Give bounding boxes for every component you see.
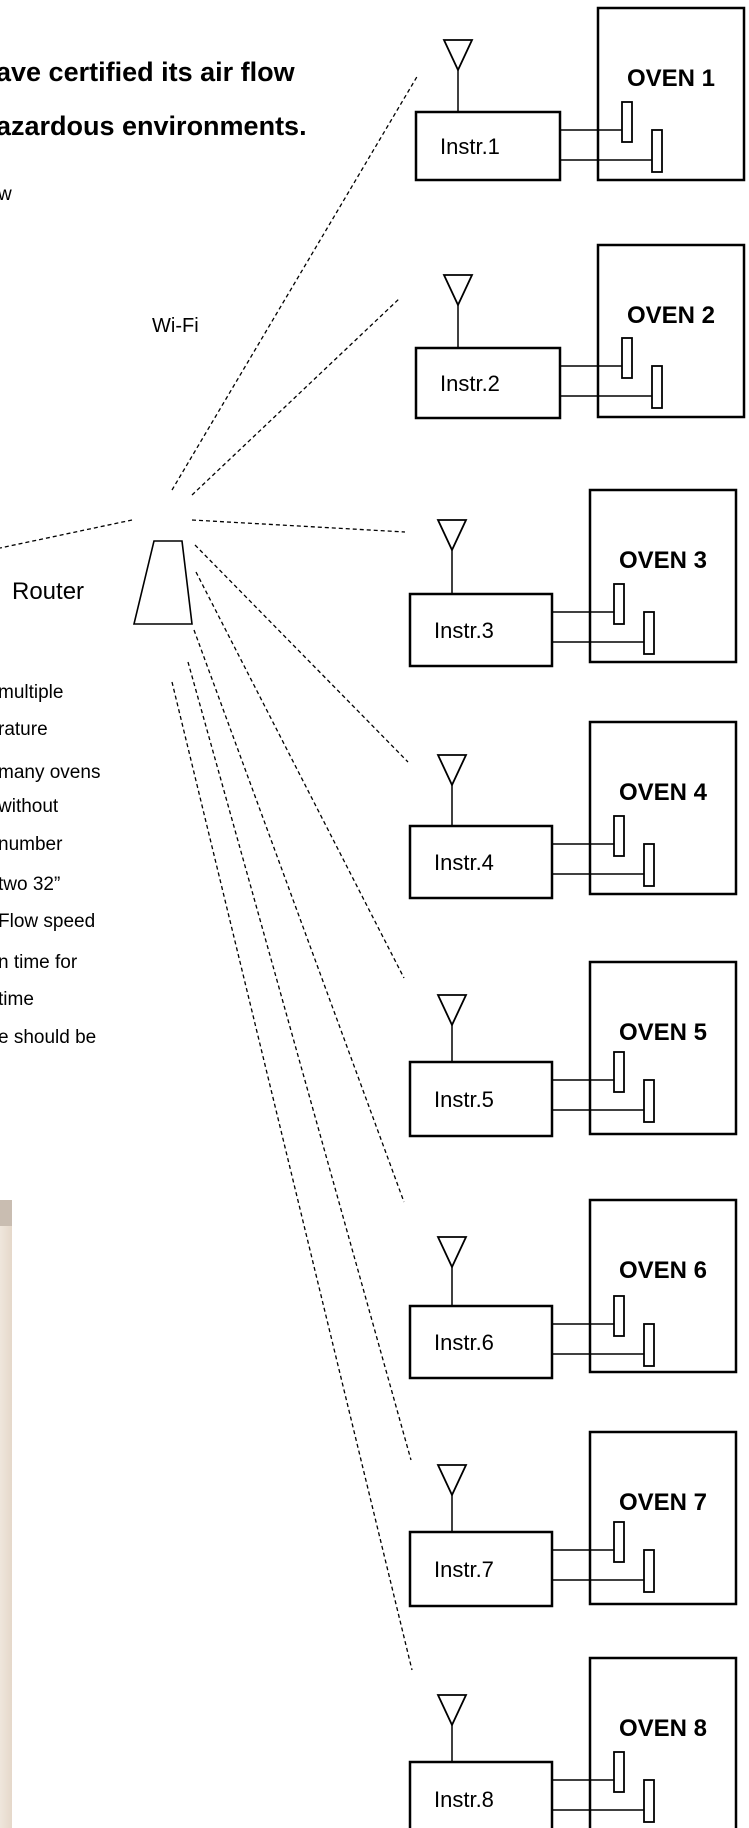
heading-line-2: azardous environments. (0, 111, 307, 141)
oven-box-4 (588, 720, 738, 896)
wifi-link-7 (187, 661, 412, 1461)
photo-edge-top (0, 1200, 12, 1226)
sensor-probe-b-3 (643, 611, 655, 655)
oven-unit-1: OVEN 1 Instr.1 (414, 6, 746, 182)
body-line-7: Flow speed (0, 911, 96, 932)
instrument-box-2 (414, 346, 562, 420)
oven-unit-7: OVEN 7 Instr.7 (408, 1430, 738, 1608)
instrument-box-7 (408, 1530, 554, 1608)
instrument-box-4 (408, 824, 554, 900)
oven-box-3 (588, 488, 738, 664)
sensor-probe-b-5 (643, 1079, 655, 1123)
body-line-2: rature (0, 719, 48, 740)
wifi-link-3 (191, 519, 406, 533)
instrument-label-3: Instr.3 (434, 618, 494, 643)
antenna-icon-1 (442, 39, 474, 112)
antenna-icon-5 (436, 994, 468, 1062)
instrument-label-1: Instr.1 (440, 134, 500, 159)
sensor-probe-a-7 (613, 1521, 625, 1563)
oven-box-1 (596, 6, 746, 182)
oven-label-5: OVEN 5 (619, 1019, 707, 1046)
oven-box-7 (588, 1430, 738, 1606)
sensor-probe-a-1 (621, 101, 633, 143)
oven-unit-8: OVEN 8 Instr.8 (408, 1656, 738, 1828)
instrument-label-4: Instr.4 (434, 850, 494, 875)
wifi-link-6 (193, 629, 405, 1203)
instrument-box-8 (408, 1760, 554, 1828)
oven-label-7: OVEN 7 (619, 1489, 707, 1516)
oven-label-4: OVEN 4 (619, 779, 708, 806)
wifi-link-5 (195, 571, 405, 979)
body-line-6: two 32” (0, 874, 61, 895)
instrument-box-5 (408, 1060, 554, 1138)
sensor-probe-a-2 (621, 337, 633, 379)
sensor-probe-a-6 (613, 1295, 625, 1337)
antenna-icon-8 (436, 1694, 468, 1762)
instrument-label-7: Instr.7 (434, 1557, 494, 1582)
oven-label-6: OVEN 6 (619, 1257, 707, 1284)
instrument-label-6: Instr.6 (434, 1330, 494, 1355)
router-icon (132, 540, 193, 625)
photo-edge (0, 1200, 12, 1828)
body-line-1: multiple (0, 682, 64, 703)
wifi-link-1 (171, 74, 419, 491)
body-line-9: time (0, 989, 34, 1010)
sensor-probe-a-4 (613, 815, 625, 857)
body-line-5: number (0, 834, 63, 855)
oven-label-2: OVEN 2 (627, 302, 715, 329)
oven-unit-3: OVEN 3 Instr.3 (408, 488, 738, 668)
instrument-box-3 (408, 592, 554, 668)
body-line-4: without (0, 796, 59, 817)
instrument-label-2: Instr.2 (440, 371, 500, 396)
oven-label-3: OVEN 3 (619, 547, 707, 574)
sensor-probe-b-2 (651, 365, 663, 409)
antenna-icon-7 (436, 1464, 468, 1532)
sensor-probe-a-3 (613, 583, 625, 625)
instrument-box-1 (414, 110, 562, 182)
body-line-10: e should be (0, 1027, 97, 1048)
sensor-probe-a-8 (613, 1751, 625, 1793)
instrument-label-5: Instr.5 (434, 1087, 494, 1112)
oven-label-1: OVEN 1 (627, 65, 715, 92)
oven-unit-5: OVEN 5 Instr.5 (408, 960, 738, 1138)
wifi-link-8 (171, 681, 413, 1671)
sensor-probe-b-7 (643, 1549, 655, 1593)
wifi-link-2 (191, 297, 401, 496)
antenna-icon-3 (436, 519, 468, 594)
sensor-probe-b-1 (651, 129, 663, 173)
body-line-8: n time for (0, 952, 78, 973)
oven-label-8: OVEN 8 (619, 1715, 707, 1742)
antenna-icon-6 (436, 1236, 468, 1306)
router-label: Router (12, 578, 85, 605)
oven-box-2 (596, 243, 746, 419)
oven-unit-6: OVEN 6 Instr.6 (408, 1198, 738, 1380)
oven-unit-2: OVEN 2 Instr.2 (414, 243, 746, 420)
oven-box-5 (588, 960, 738, 1136)
text-fragment-top: w (0, 184, 12, 205)
antenna-icon-4 (436, 754, 468, 826)
antenna-icon-2 (442, 274, 474, 348)
sensor-probe-b-6 (643, 1323, 655, 1367)
sensor-probe-b-8 (643, 1779, 655, 1823)
instrument-box-6 (408, 1304, 554, 1380)
instrument-label-8: Instr.8 (434, 1787, 494, 1812)
oven-box-6 (588, 1198, 738, 1374)
oven-unit-4: OVEN 4 Instr.4 (408, 720, 738, 900)
wifi-link-left (0, 519, 133, 549)
sensor-probe-a-5 (613, 1051, 625, 1093)
body-line-3: many ovens (0, 762, 101, 783)
oven-box-8 (588, 1656, 738, 1828)
sensor-probe-b-4 (643, 843, 655, 887)
wifi-link-4 (194, 544, 409, 763)
wifi-label: Wi-Fi (152, 315, 199, 337)
heading-line-1: ave certified its air flow (0, 57, 295, 87)
